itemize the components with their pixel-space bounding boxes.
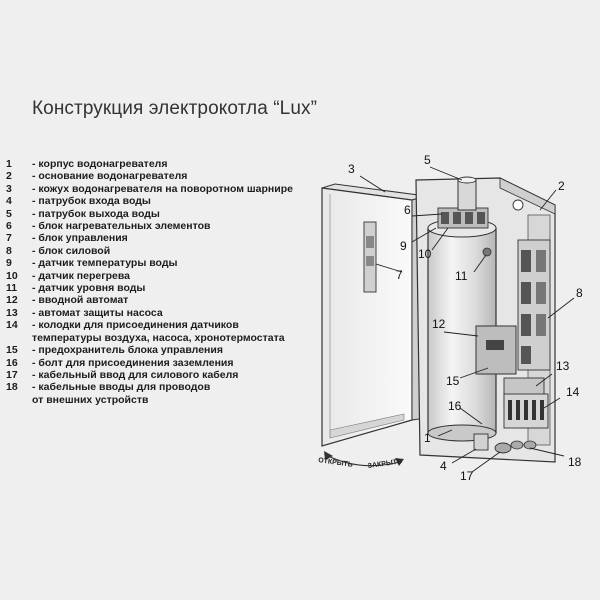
legend-text: - кабельные вводы для проводов от внешни… bbox=[32, 381, 211, 406]
legend-item: 14 - колодки для присоединения датчиков т… bbox=[6, 319, 326, 344]
legend-text: - блок нагревательных элементов bbox=[32, 220, 211, 233]
callout-4: 4 bbox=[440, 459, 447, 473]
legend-text: - датчик уровня воды bbox=[32, 282, 146, 295]
legend-item: 15 - предохранитель блока управления bbox=[6, 344, 326, 356]
callout-7: 7 bbox=[396, 268, 403, 282]
legend-number: 16 bbox=[6, 356, 18, 369]
close-label: ЗАКРЫТЬ bbox=[367, 458, 402, 470]
callout-15: 15 bbox=[446, 374, 460, 388]
legend-number: 17 bbox=[6, 368, 18, 381]
legend-item: 18 - кабельные вводы для проводов от внеш… bbox=[6, 381, 326, 406]
legend-text: - автомат защиты насоса bbox=[32, 306, 163, 319]
rotation-arrow: ОТКРЫТЬ ЗАКРЫТЬ bbox=[318, 451, 404, 470]
power-cable-gland bbox=[494, 442, 512, 454]
callout-12: 12 bbox=[432, 317, 446, 331]
legend-item: 8 - блок силовой bbox=[6, 245, 326, 257]
legend-item: 4 - патрубок входа воды bbox=[6, 195, 326, 207]
legend-text: - болт для присоединения заземления bbox=[32, 356, 234, 369]
callout-3: 3 bbox=[348, 162, 355, 176]
callout-18: 18 bbox=[568, 455, 582, 469]
legend-number: 12 bbox=[6, 294, 18, 307]
legend-text: - патрубок выхода воды bbox=[32, 207, 160, 220]
legend-item: 11 - датчик уровня воды bbox=[6, 282, 326, 294]
legend-text: - датчик температуры воды bbox=[32, 257, 178, 270]
legend-number: 8 bbox=[6, 244, 12, 257]
legend-text: - вводной автомат bbox=[32, 294, 129, 307]
callout-2: 2 bbox=[558, 179, 565, 193]
callout-8: 8 bbox=[576, 286, 583, 300]
legend-item: 16 - болт для присоединения заземления bbox=[6, 357, 326, 369]
legend-text: - кожух водонагревателя на поворотном ша… bbox=[32, 182, 293, 195]
legend-text: - колодки для присоединения датчиков тем… bbox=[32, 319, 285, 344]
diagram-title: Конструкция электрокотла “Lux” bbox=[32, 98, 318, 119]
callout-9: 9 bbox=[400, 239, 407, 253]
legend-number: 3 bbox=[6, 182, 12, 195]
external-cable-glands bbox=[510, 440, 537, 450]
callout-14: 14 bbox=[566, 385, 580, 399]
legend-number: 1 bbox=[6, 158, 12, 170]
legend-number: 7 bbox=[6, 232, 12, 245]
legend-number: 2 bbox=[6, 170, 12, 183]
legend-item: 2 - основание водонагревателя bbox=[6, 170, 326, 182]
callout-6: 6 bbox=[404, 203, 411, 217]
legend-number: 5 bbox=[6, 207, 12, 220]
legend-text: - основание водонагревателя bbox=[32, 170, 188, 183]
legend-text: - блок управления bbox=[32, 232, 128, 245]
callout-13: 13 bbox=[556, 359, 570, 373]
legend-text: - датчик перегрева bbox=[32, 269, 131, 282]
legend-number: 9 bbox=[6, 257, 12, 270]
legend-text: - предохранитель блока управления bbox=[32, 344, 223, 357]
power-block bbox=[517, 239, 551, 371]
input-breaker bbox=[475, 325, 517, 375]
legend-text: - корпус водонагревателя bbox=[32, 158, 168, 170]
legend-item: 7 - блок управления bbox=[6, 232, 326, 244]
callout-10: 10 bbox=[418, 247, 432, 261]
legend-text: - патрубок входа воды bbox=[32, 195, 151, 208]
water-inlet-pipe bbox=[473, 433, 489, 451]
legend-item: 5 - патрубок выхода воды bbox=[6, 208, 326, 220]
legend-item: 9 - датчик температуры воды bbox=[6, 257, 326, 269]
legend-text: - блок силовой bbox=[32, 244, 111, 257]
legend-number: 14 bbox=[6, 319, 18, 332]
legend-number: 18 bbox=[6, 381, 18, 394]
legend-item: 3 - кожух водонагревателя на поворотном ш… bbox=[6, 183, 326, 195]
legend-number: 6 bbox=[6, 220, 12, 233]
callout-17: 17 bbox=[460, 469, 474, 483]
leader-lines bbox=[359, 166, 575, 473]
heating-elements-block bbox=[437, 207, 489, 229]
legend-item: 10 - датчик перегрева bbox=[6, 270, 326, 282]
sensor-terminal-blocks bbox=[503, 393, 549, 429]
callout-numbers: 3 5 2 6 7 8 9 10 11 12 15 13 14 16 1 4 1… bbox=[348, 153, 583, 483]
control-unit bbox=[363, 221, 377, 293]
legend-number: 11 bbox=[6, 282, 18, 295]
legend-item: 1 - корпус водонагревателя bbox=[6, 158, 326, 170]
legend-number: 4 bbox=[6, 195, 12, 208]
legend-item: 6 - блок нагревательных элементов bbox=[6, 220, 326, 232]
water-level-sensor bbox=[482, 247, 492, 257]
legend-number: 13 bbox=[6, 306, 18, 319]
legend-text: - кабельный ввод для силового кабеля bbox=[32, 368, 239, 381]
open-label: ОТКРЫТЬ bbox=[318, 457, 353, 469]
legend-number: 10 bbox=[6, 269, 18, 282]
callout-11: 11 bbox=[455, 269, 468, 283]
legend: 1 - корпус водонагревателя 2 - основание в… bbox=[6, 158, 326, 406]
legend-number: 15 bbox=[6, 344, 18, 357]
legend-item: 13 - автомат защиты насоса bbox=[6, 307, 326, 319]
callout-5: 5 bbox=[424, 153, 431, 167]
water-outlet-pipe bbox=[457, 176, 477, 211]
legend-item: 17 - кабельный ввод для силового кабеля bbox=[6, 369, 326, 381]
legend-item: 12 - вводной автомат bbox=[6, 294, 326, 306]
callout-1: 1 bbox=[424, 431, 431, 445]
callout-16: 16 bbox=[448, 399, 462, 413]
